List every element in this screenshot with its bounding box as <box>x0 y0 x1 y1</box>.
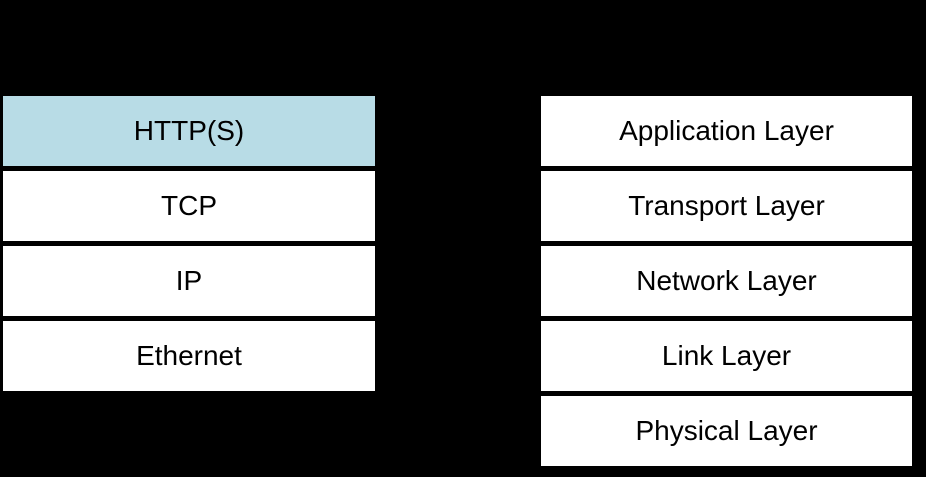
protocol-stack-column: HTTP(S) TCP IP Ethernet <box>3 96 375 391</box>
layer-box-network: Network Layer <box>541 246 912 316</box>
protocol-box-ethernet: Ethernet <box>3 321 375 391</box>
protocol-box-https: HTTP(S) <box>3 96 375 166</box>
layer-stack-column: Application Layer Transport Layer Networ… <box>541 96 912 466</box>
layer-box-link: Link Layer <box>541 321 912 391</box>
layer-box-physical: Physical Layer <box>541 396 912 466</box>
protocol-box-ip: IP <box>3 246 375 316</box>
protocol-box-tcp: TCP <box>3 171 375 241</box>
layer-box-transport: Transport Layer <box>541 171 912 241</box>
layer-box-application: Application Layer <box>541 96 912 166</box>
